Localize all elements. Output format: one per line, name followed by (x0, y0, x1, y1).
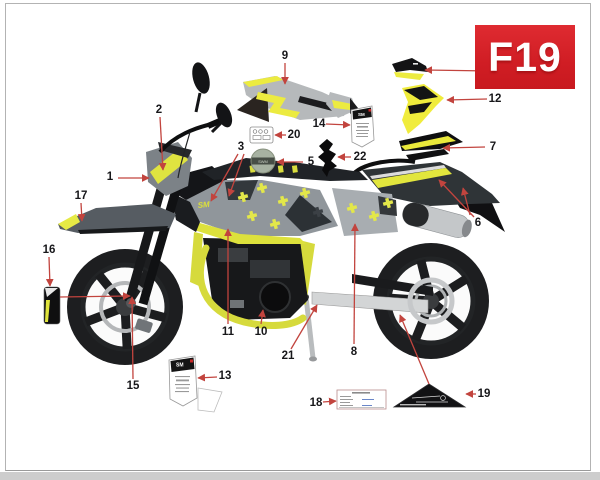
part-accent-decal (318, 139, 337, 177)
rear-side-panel (332, 188, 398, 236)
page-bottom-edge (0, 472, 600, 480)
label13-logo: SM (176, 363, 184, 369)
leader-line-15 (128, 296, 136, 380)
leader-line-6 (438, 179, 475, 218)
part-plate-sticker (249, 126, 274, 144)
front-wheel (67, 249, 183, 365)
part-warning-triangle (392, 383, 467, 408)
part-info-label-13: SM (168, 355, 223, 413)
leader-line-2 (158, 116, 167, 171)
left-mirror (192, 62, 210, 94)
leader-line-21 (290, 304, 318, 350)
part-round-sticker: SWM (250, 148, 276, 174)
leader-line-8 (351, 223, 359, 345)
leader-line-7 (442, 143, 486, 152)
leader-line-3 (227, 153, 245, 197)
part-fork-guard-sticker (43, 286, 61, 325)
leader-line-3 (210, 153, 239, 202)
rear-mudguard (455, 200, 505, 232)
brake-disc (99, 281, 151, 333)
part-winglet-decal (392, 58, 428, 80)
exhaust-muffler (402, 202, 472, 238)
leader-line-17 (77, 202, 86, 222)
leader-line-10 (258, 309, 266, 325)
round-sticker-text: SWM (258, 159, 268, 164)
leader-line-16 (59, 292, 131, 300)
leader-line-13 (197, 373, 218, 382)
label14-logo: SM (358, 112, 365, 117)
swingarm (311, 291, 429, 314)
handlebar-controls (158, 62, 233, 179)
leader-line-19 (399, 314, 430, 385)
leader-line-18 (322, 397, 337, 406)
brake-caliper (135, 318, 153, 333)
leader-line-6 (460, 187, 471, 216)
part-info-label-14: SM (350, 105, 375, 148)
tank-logo-text: SM (197, 200, 210, 210)
figure-code-badge: F19 (475, 25, 575, 89)
right-mirror (215, 102, 233, 128)
leader-line-14 (325, 120, 351, 129)
part-rear-fender-decal (399, 131, 463, 161)
front-fender (58, 204, 176, 234)
exhaust-header-guard (196, 244, 307, 329)
leader-line-12 (446, 95, 488, 104)
part-shroud-decal-set (237, 76, 358, 122)
part-front-shroud-decal (402, 84, 444, 134)
sprocket (407, 277, 455, 325)
motorcycle-illustration: SM (58, 62, 505, 365)
part-data-label (336, 389, 387, 410)
engine (196, 238, 308, 329)
leader-line-16 (45, 256, 54, 287)
